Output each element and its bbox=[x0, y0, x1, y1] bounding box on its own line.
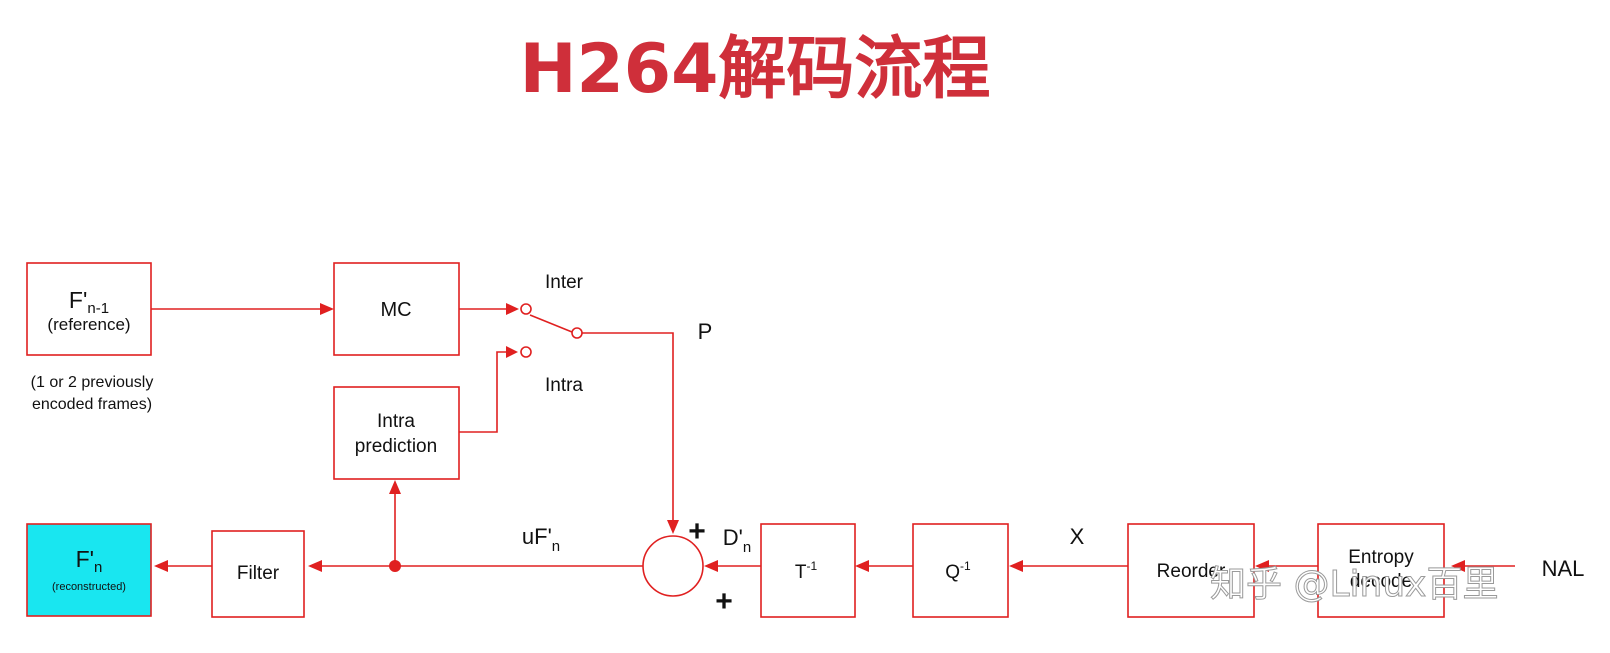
wire-intra-to-switch bbox=[459, 351, 508, 433]
page-title: H264解码流程 bbox=[520, 30, 991, 109]
arrow-adder-to-filter bbox=[308, 560, 322, 572]
block-reconstructed-frame bbox=[26, 523, 152, 617]
reference-note-line1: (1 or 2 previously bbox=[31, 374, 154, 391]
plus-sign-bottom: + bbox=[715, 585, 733, 618]
entropy-decode-line1: Entropy bbox=[1348, 547, 1414, 568]
inverse-transform-label: T-1 bbox=[795, 559, 818, 583]
uf-label: uF'n bbox=[522, 524, 560, 555]
block-inverse-quantization bbox=[912, 523, 1009, 618]
block-mc bbox=[333, 262, 460, 356]
arrow-t-to-adder bbox=[704, 560, 718, 572]
watermark: 知乎 @Linux百里 bbox=[1210, 564, 1498, 605]
arrow-mc-to-inter bbox=[506, 303, 519, 315]
arrow-intra-to-switch bbox=[506, 346, 518, 358]
switch-contact-inter bbox=[520, 303, 532, 315]
arrow-branch-to-intra bbox=[389, 480, 401, 494]
arrow-ref-to-mc bbox=[320, 303, 334, 315]
reference-note-line2: encoded frames) bbox=[32, 396, 152, 413]
filter-label: Filter bbox=[237, 563, 280, 584]
block-intra-prediction bbox=[333, 386, 460, 480]
block-reference-frame bbox=[26, 262, 152, 356]
intra-prediction-line1: Intra bbox=[377, 411, 415, 432]
switch-blade bbox=[529, 314, 573, 333]
wire-switch-to-adder bbox=[582, 332, 674, 522]
reorder-label: Reorder bbox=[1157, 561, 1226, 582]
p-label: P bbox=[698, 319, 713, 344]
arrow-filter-to-recon bbox=[154, 560, 168, 572]
entropy-decode-line2: decode bbox=[1350, 571, 1412, 592]
plus-sign-top: + bbox=[688, 515, 706, 548]
reference-frame-label: F'n-1 bbox=[69, 287, 109, 317]
arrow-q-to-t bbox=[855, 560, 869, 572]
arrow-reorder-to-q bbox=[1009, 560, 1023, 572]
switch-pivot bbox=[571, 327, 583, 339]
intra-label: Intra bbox=[545, 375, 583, 396]
mc-label: MC bbox=[380, 299, 411, 321]
arrow-switch-to-adder bbox=[667, 520, 679, 534]
inter-label: Inter bbox=[545, 272, 584, 293]
inverse-quantization-label: Q-1 bbox=[945, 559, 971, 583]
reconstructed-frame-label: F'n bbox=[76, 546, 103, 576]
intra-prediction-line2: prediction bbox=[355, 436, 437, 457]
d-label: D'n bbox=[723, 525, 751, 556]
block-entropy-decode bbox=[1317, 523, 1445, 618]
block-filter bbox=[211, 530, 305, 618]
block-inverse-transform bbox=[760, 523, 856, 618]
x-label: X bbox=[1070, 524, 1085, 549]
arrow-nal-to-entropy bbox=[1451, 560, 1465, 572]
arrow-entropy-to-reorder bbox=[1255, 560, 1269, 572]
reference-frame-sublabel: (reference) bbox=[47, 315, 130, 334]
switch-contact-intra bbox=[520, 346, 532, 358]
reconstructed-frame-sublabel: (reconstructed) bbox=[52, 581, 126, 593]
nal-label: NAL bbox=[1542, 556, 1585, 581]
block-reorder bbox=[1127, 523, 1255, 618]
